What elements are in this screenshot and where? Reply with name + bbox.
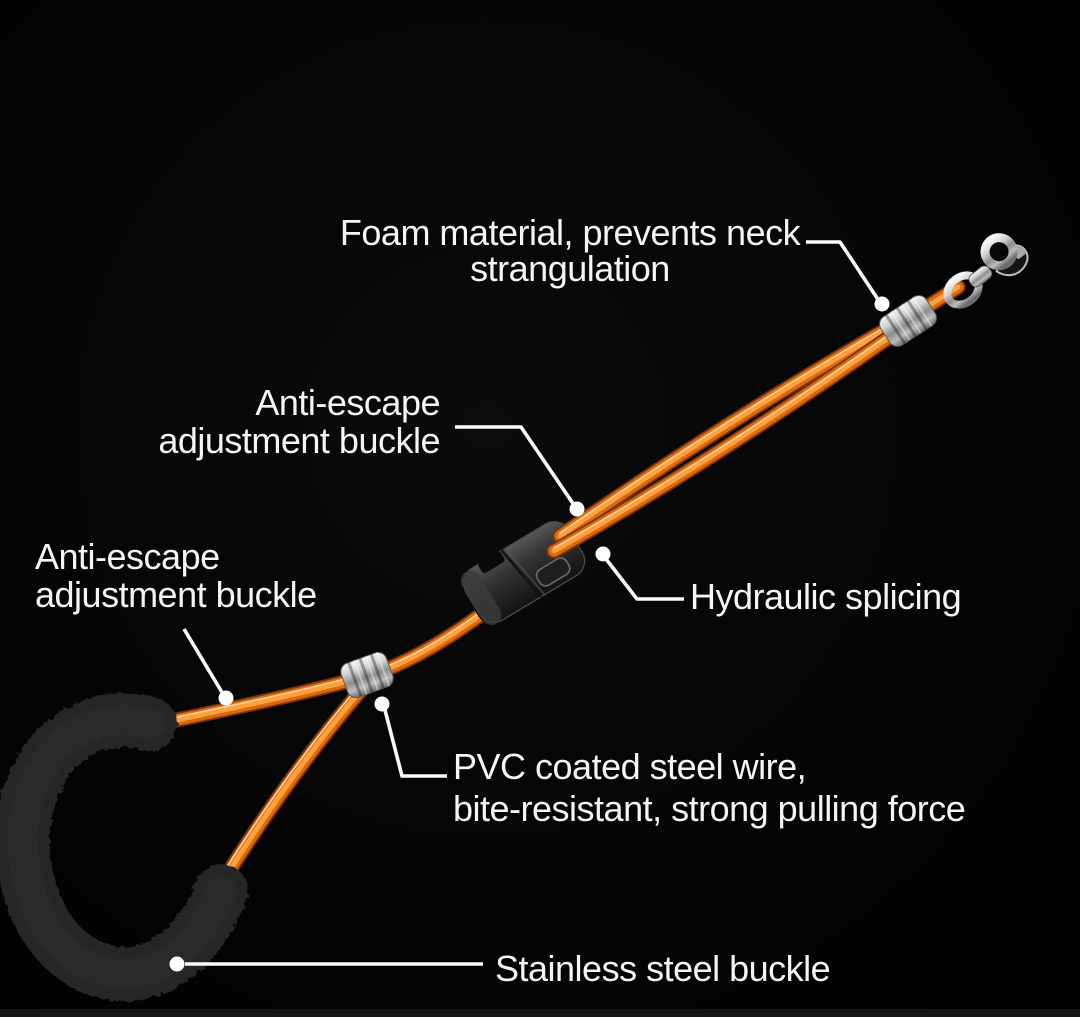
leader-dot-hydraulic — [595, 546, 611, 562]
label-hydraulic: Hydraulic splicing — [690, 576, 962, 617]
bottom-edge-strip — [0, 1009, 1080, 1017]
leader-dot-foam — [874, 296, 890, 312]
label-adjust-upper-line1: Anti-escape — [255, 382, 440, 423]
foam-handle — [0, 693, 248, 1002]
leader-dot-adjust-upper — [569, 501, 585, 517]
crimp-sleeve-lower — [340, 651, 394, 699]
label-pvc: PVC coated steel wire, bite-resistant, s… — [453, 746, 966, 830]
label-foam: Foam material, prevents neck strangulati… — [339, 212, 801, 289]
leader-foam — [806, 240, 881, 302]
leader-adjust-left — [182, 628, 225, 695]
leader-pvc — [383, 709, 447, 778]
cord-upper-run — [546, 310, 916, 559]
snap-hook — [943, 233, 1029, 309]
label-adjust-upper: Anti-escape adjustment buckle — [158, 384, 440, 460]
leader-adjust-upper — [455, 425, 576, 507]
leader-hydraulic — [604, 557, 684, 601]
label-hydraulic-text: Hydraulic splicing — [690, 576, 962, 617]
label-adjust-left-line1: Anti-escape — [35, 536, 220, 577]
leader-dot-pvc — [374, 696, 390, 712]
leader-dot-adjust-left — [218, 690, 234, 706]
label-foam-line2: strangulation — [470, 248, 670, 289]
cord-handle-bottom — [206, 681, 370, 904]
label-adjust-upper-line2: adjustment buckle — [158, 420, 440, 461]
label-pvc-line2: bite-resistant, strong pulling force — [453, 788, 966, 829]
leader-dot-stainless — [169, 956, 185, 972]
label-pvc-line1: PVC coated steel wire, — [453, 746, 807, 787]
label-adjust-left: Anti-escape adjustment buckle — [35, 538, 317, 614]
label-adjust-left-line2: adjustment buckle — [35, 574, 317, 615]
label-foam-line1: Foam material, prevents neck — [339, 212, 801, 253]
leader-lines — [169, 240, 890, 972]
label-stainless-text: Stainless steel buckle — [495, 948, 831, 989]
label-stainless: Stainless steel buckle — [495, 948, 831, 989]
crimp-sleeve-upper — [879, 294, 937, 348]
